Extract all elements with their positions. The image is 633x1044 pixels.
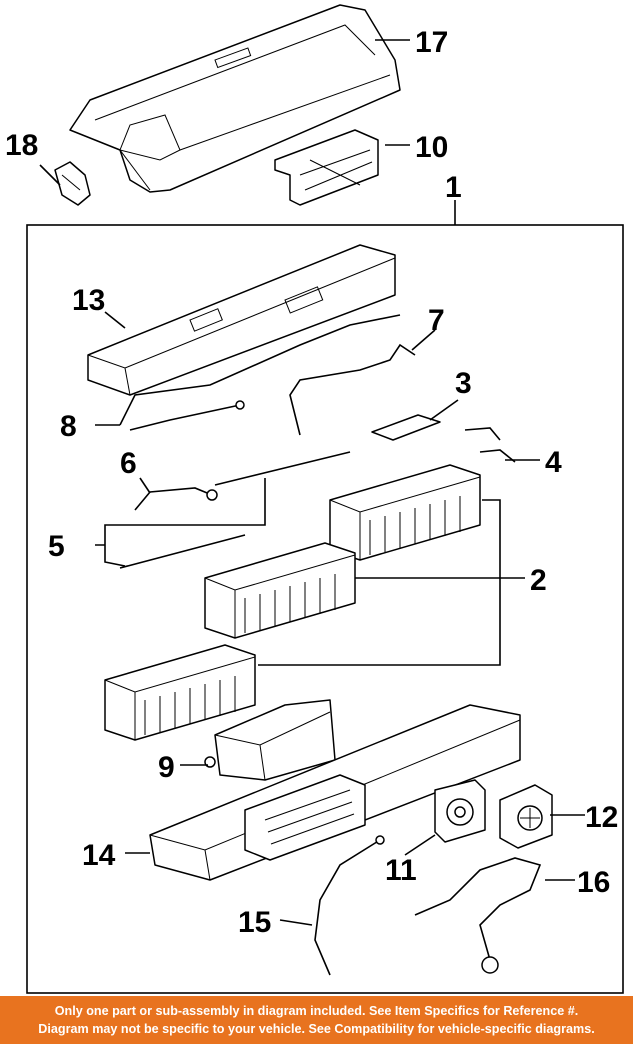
relay-part-12: [499, 784, 553, 849]
callout-6: 6: [120, 447, 137, 480]
fan-part-11: [434, 779, 486, 843]
callout-18: 18: [5, 129, 38, 162]
bracket-part-4: [464, 427, 516, 463]
cable-part-16: [414, 857, 542, 961]
plate-part-3: [371, 414, 441, 441]
cable-part-7: [289, 343, 416, 436]
leader-lines: [39, 39, 585, 926]
tray-part-14: [149, 704, 521, 881]
callout-1: 1: [445, 171, 462, 204]
battery-module-part-2-middle: [204, 542, 356, 639]
callout-16: 16: [577, 866, 610, 899]
cable-part-6: [134, 487, 213, 511]
battery-cover-part-17: [69, 4, 401, 193]
disclaimer-banner: Only one part or sub-assembly in diagram…: [0, 996, 633, 1044]
callout-2: 2: [530, 564, 547, 597]
callout-17: 17: [415, 26, 448, 59]
callout-9: 9: [158, 751, 175, 784]
bracket-part-10: [274, 129, 379, 206]
callout-4: 4: [545, 446, 562, 479]
battery-module-part-2-top: [329, 464, 481, 561]
battery-module-part-2-bottom: [104, 644, 256, 741]
callout-15: 15: [238, 906, 271, 939]
callout-13: 13: [72, 284, 105, 317]
ecu-box-part-13: [87, 244, 396, 396]
callout-7: 7: [428, 304, 445, 337]
callout-5: 5: [48, 530, 65, 563]
busbar-part-5a: [214, 451, 351, 486]
callout-3: 3: [455, 367, 472, 400]
busbar-part-5b: [119, 534, 246, 569]
callout-14: 14: [82, 839, 116, 872]
callout-12: 12: [585, 801, 618, 834]
cable-part-15: [314, 839, 381, 976]
parts-diagram: 17 18 10 1 13 7 3 8 4 6 5 2 9 12 14 11 1…: [5, 4, 624, 994]
callout-10: 10: [415, 131, 448, 164]
assembly-border: [26, 224, 624, 994]
clip-part-18: [54, 161, 91, 206]
callout-11: 11: [385, 854, 417, 887]
disclaimer-line-2: Diagram may not be specific to your vehi…: [38, 1022, 595, 1036]
disclaimer-line-1: Only one part or sub-assembly in diagram…: [54, 1004, 579, 1018]
harness-part-8: [119, 314, 401, 431]
callout-8: 8: [60, 410, 77, 443]
